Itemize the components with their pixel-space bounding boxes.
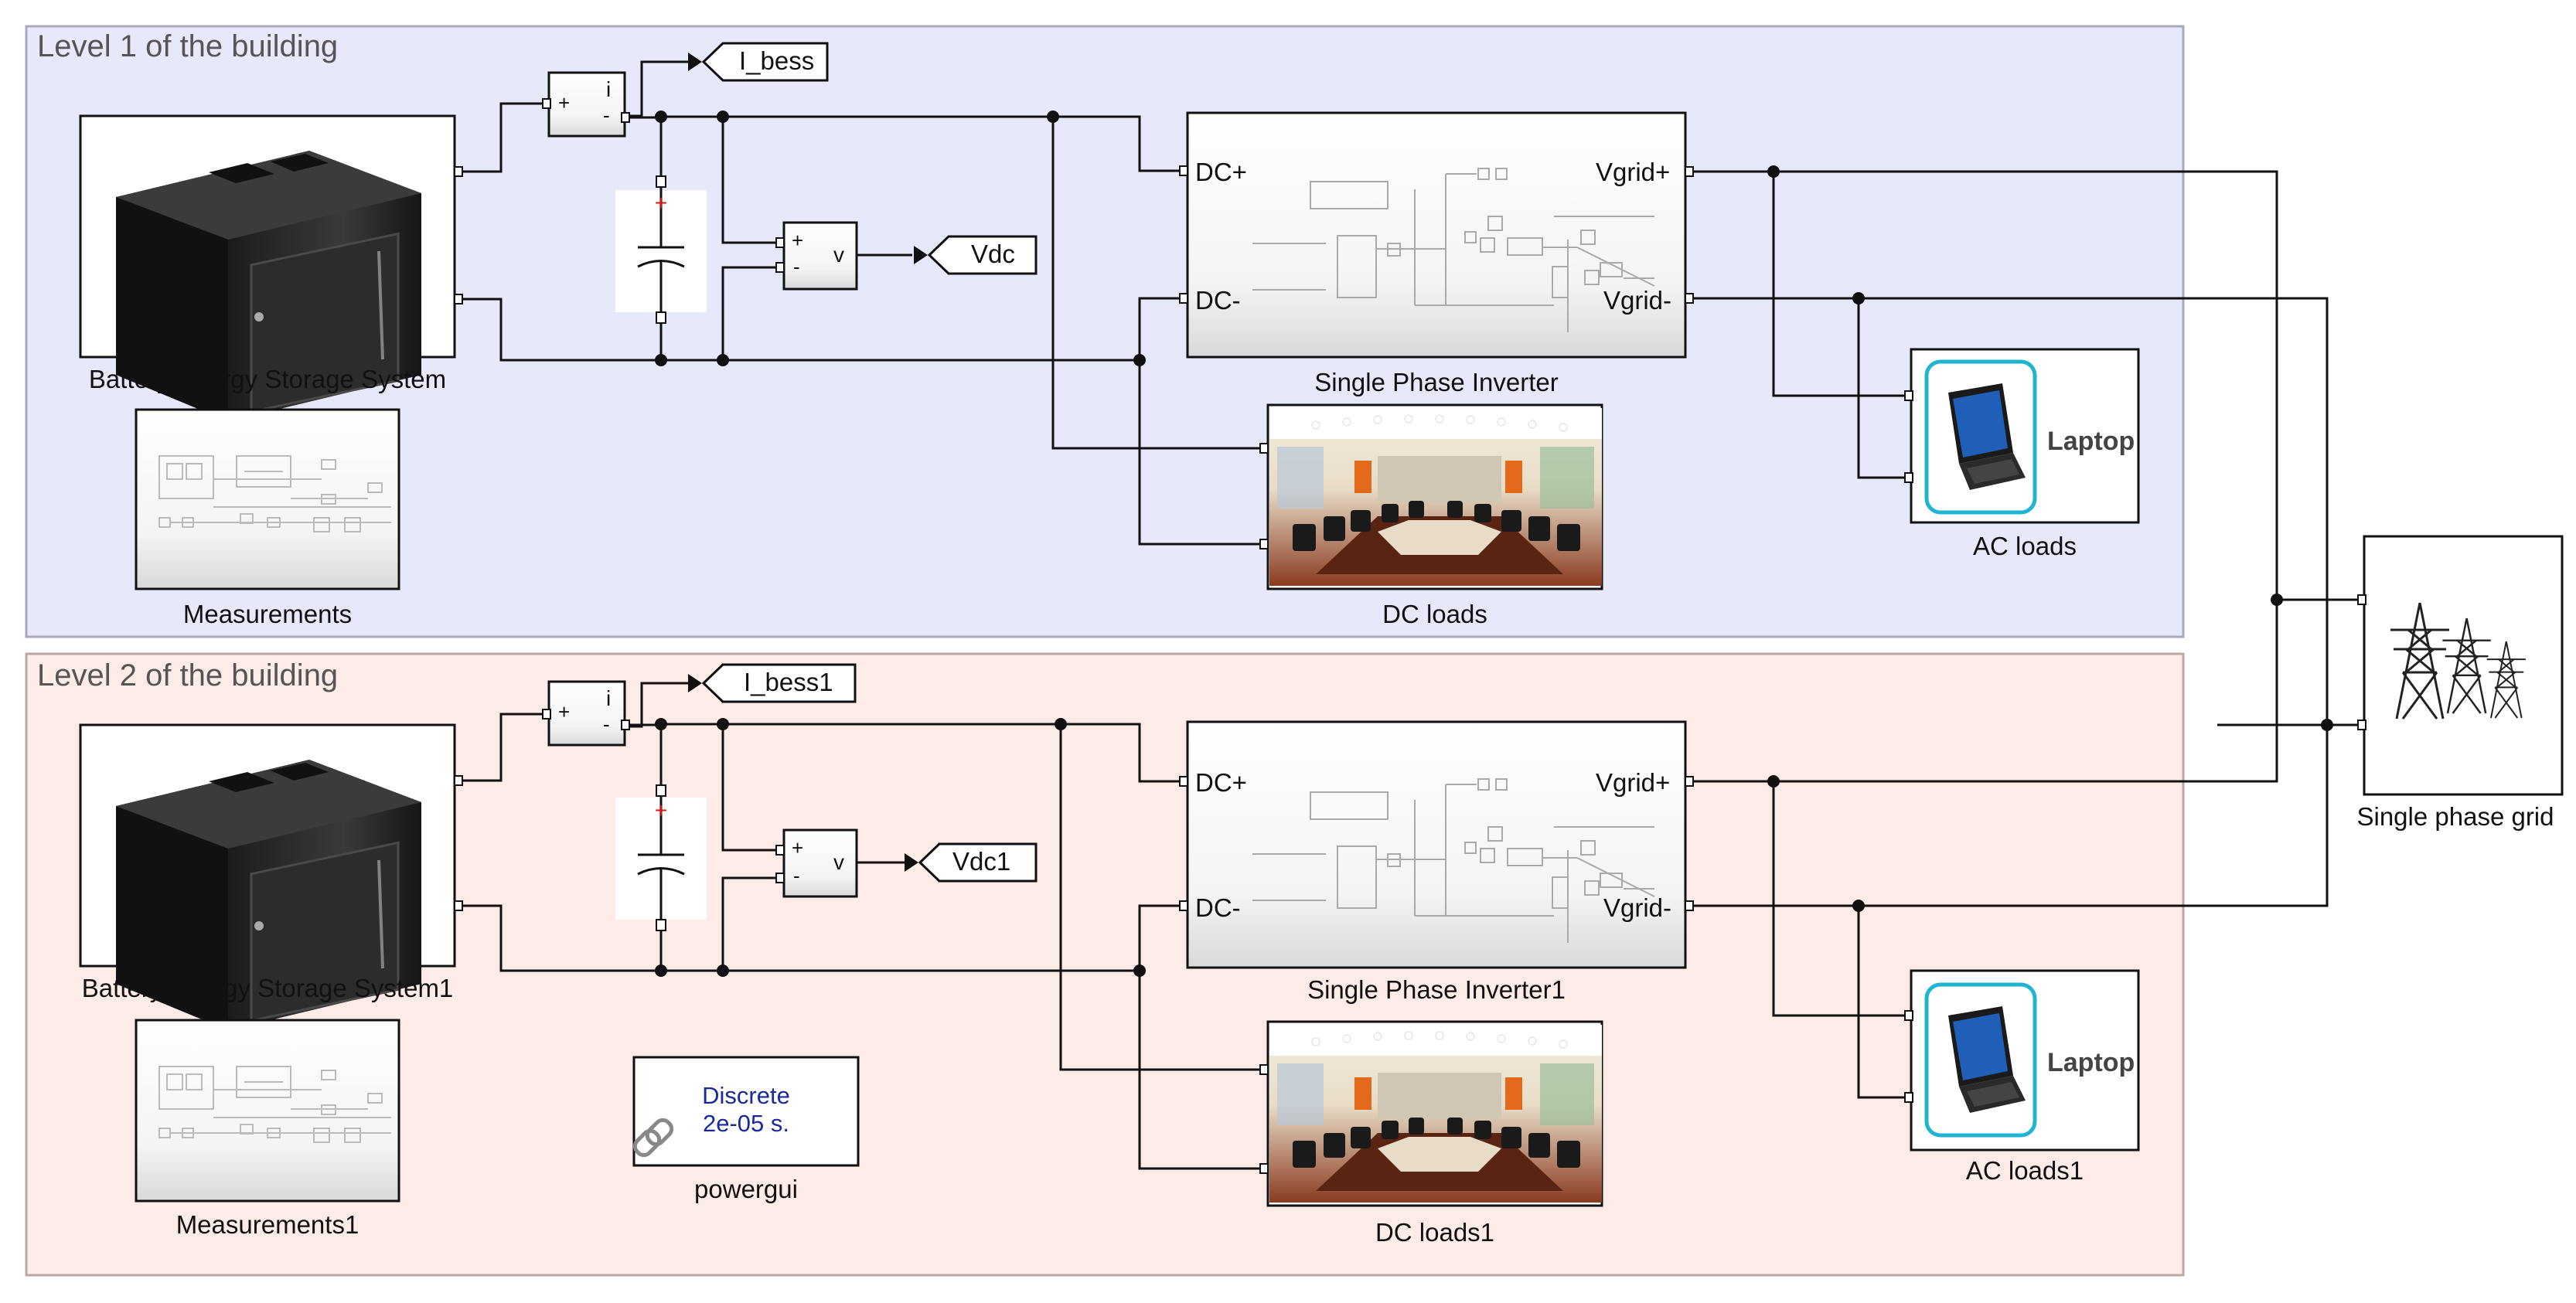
v-sensor-out-2: v <box>833 850 844 874</box>
i-sensor-plus-1: + <box>558 91 571 114</box>
dc-loads-block-1[interactable] <box>1259 403 1603 590</box>
voltage-sensor-1[interactable] <box>775 221 858 291</box>
inverter-block-2[interactable] <box>1179 720 1694 969</box>
i-sensor-minus-2: - <box>603 713 610 736</box>
goto-label-vdc1: Vdc1 <box>952 847 1011 876</box>
port-dc-minus-2: DC- <box>1195 893 1241 922</box>
area-title-level-1: Level 1 of the building <box>37 29 339 63</box>
goto-arrow-vdc1 <box>905 842 1038 883</box>
ac-loads-block-2[interactable] <box>1904 969 2140 1152</box>
powergui-line-1: Discrete <box>702 1082 790 1109</box>
i-sensor-minus-1: - <box>603 104 610 127</box>
measurements-block-2[interactable] <box>135 1019 400 1203</box>
v-sensor-plus-1: + <box>792 229 804 252</box>
goto-arrow-ibess <box>688 42 829 82</box>
dc-loads-label-1: DC loads <box>1382 600 1487 628</box>
inverter-block-1[interactable] <box>1179 111 1694 359</box>
signal-wires[interactable] <box>461 60 2358 1170</box>
v-sensor-minus-2: - <box>793 864 800 887</box>
grid-block[interactable] <box>2357 535 2564 796</box>
ac-loads-label-2: AC loads1 <box>1965 1156 2084 1185</box>
goto-label-vdc: Vdc <box>971 240 1015 268</box>
i-sensor-out-2: i <box>606 686 612 710</box>
powergui-block[interactable] <box>632 1056 860 1167</box>
grid-label: Single phase grid <box>2356 802 2554 831</box>
laptop-text-1: Laptop <box>2047 427 2135 456</box>
svg-text:+: + <box>655 191 667 215</box>
inverter-label-2: Single Phase Inverter1 <box>1307 975 1566 1004</box>
port-vgrid-plus-2: Vgrid+ <box>1596 768 1671 797</box>
port-vgrid-minus-1: Vgrid- <box>1603 286 1672 315</box>
capacitor-1[interactable]: + <box>615 175 707 324</box>
bess-label-2: Battery Energy Storage System1 <box>81 974 454 1002</box>
measurements-label-1: Measurements <box>182 600 353 628</box>
area-title-level-2: Level 2 of the building <box>37 658 339 692</box>
bess-block-2[interactable] <box>79 723 463 1032</box>
v-sensor-out-1: v <box>833 243 844 267</box>
i-sensor-plus-2: + <box>558 700 571 723</box>
svg-text:+: + <box>655 798 667 822</box>
dc-loads-label-2: DC loads1 <box>1375 1218 1495 1247</box>
voltage-sensor-2[interactable] <box>775 828 858 898</box>
powergui-label: powergui <box>694 1175 798 1203</box>
v-sensor-plus-2: + <box>792 836 804 859</box>
goto-label-ibess: I_bess <box>739 46 815 75</box>
dc-loads-block-2[interactable] <box>1259 1020 1603 1207</box>
goto-label-ibess1: I_bess1 <box>744 668 833 696</box>
bess-label-1: Battery Energy Storage System <box>88 365 447 393</box>
goto-arrow-ibess1 <box>688 663 857 703</box>
link-icon <box>632 1118 674 1158</box>
powergui-line-2: 2e-05 s. <box>702 1110 789 1137</box>
port-dc-plus-2: DC+ <box>1195 768 1247 797</box>
port-dc-plus-1: DC+ <box>1195 158 1247 186</box>
junction-dots <box>655 111 2333 977</box>
port-vgrid-minus-2: Vgrid- <box>1603 893 1672 922</box>
current-sensor-1[interactable] <box>542 71 630 138</box>
current-sensor-2[interactable] <box>542 680 630 747</box>
measurements-label-2: Measurements1 <box>175 1210 359 1239</box>
measurements-block-1[interactable] <box>135 408 400 590</box>
ac-loads-block-1[interactable] <box>1904 348 2140 524</box>
port-vgrid-plus-1: Vgrid+ <box>1596 158 1671 186</box>
inverter-label-1: Single Phase Inverter <box>1314 368 1559 396</box>
ac-loads-label-1: AC loads <box>1973 532 2077 560</box>
bess-block-1[interactable] <box>79 114 463 423</box>
goto-arrow-vdc <box>914 235 1038 275</box>
i-sensor-out-1: i <box>606 77 612 101</box>
port-dc-minus-1: DC- <box>1195 286 1241 315</box>
capacitor-2[interactable]: + <box>615 784 707 931</box>
v-sensor-minus-1: - <box>793 255 800 278</box>
laptop-text-2: Laptop <box>2047 1048 2135 1077</box>
